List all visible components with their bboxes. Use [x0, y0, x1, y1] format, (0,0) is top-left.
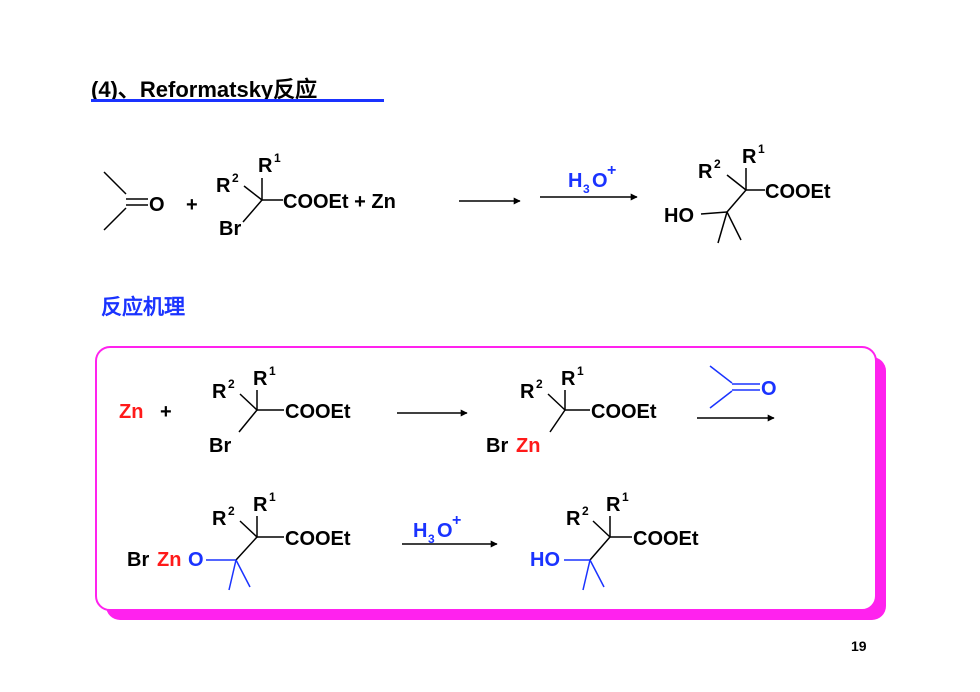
product-ho: HO: [664, 205, 694, 227]
svg-text:2: 2: [232, 171, 239, 185]
r2-label: R: [216, 175, 231, 197]
svg-text:COOEt: COOEt: [285, 528, 351, 550]
svg-text:2: 2: [582, 504, 589, 518]
svg-text:+: +: [160, 401, 172, 423]
acetone-reagent: O: [709, 365, 777, 409]
svg-text:Br: Br: [209, 435, 231, 457]
svg-text:+: +: [452, 512, 461, 529]
svg-text:R: R: [253, 368, 268, 390]
svg-text:2: 2: [228, 377, 235, 391]
svg-text:1: 1: [577, 364, 584, 378]
svg-text:HO: HO: [530, 549, 560, 571]
svg-text:O: O: [188, 549, 204, 571]
mechanism-box: [95, 346, 877, 611]
svg-text:Zn: Zn: [516, 435, 540, 457]
svg-text:COOEt: COOEt: [285, 401, 351, 423]
svg-text:R: R: [253, 494, 268, 516]
zn-label: Zn: [119, 401, 143, 423]
svg-text:1: 1: [269, 364, 276, 378]
svg-text:+: +: [607, 162, 616, 179]
product-hydroxyester: R 2 R 1 COOEt HO: [664, 142, 831, 244]
svg-text:H: H: [413, 520, 427, 542]
svg-text:1: 1: [622, 490, 629, 504]
svg-text:1: 1: [758, 142, 765, 156]
svg-text:COOEt: COOEt: [591, 401, 657, 423]
svg-text:R: R: [212, 508, 227, 530]
zinc-alkoxide: R 2 R 1 COOEt Br Zn O: [127, 490, 351, 591]
svg-text:H: H: [568, 170, 582, 192]
bromoester: R 2 R 1 COOEt + Zn Br: [216, 151, 396, 240]
svg-text:COOEt: COOEt: [633, 528, 699, 550]
plus-sign: +: [186, 194, 198, 216]
svg-text:2: 2: [536, 377, 543, 391]
svg-text:O: O: [761, 378, 777, 400]
cooet-zn-label: COOEt + Zn: [283, 191, 396, 213]
svg-text:O: O: [437, 520, 453, 542]
svg-text:Br: Br: [486, 435, 508, 457]
zinc-enolate: R 2 R 1 COOEt Br Zn: [486, 364, 657, 457]
svg-text:R: R: [742, 146, 757, 168]
svg-text:R: R: [698, 161, 713, 183]
svg-text:Zn: Zn: [157, 549, 181, 571]
svg-text:1: 1: [269, 490, 276, 504]
acetone: O: [103, 171, 165, 231]
mechanism-heading: 反应机理: [101, 296, 185, 319]
mech-bromoester: R 2 R 1 COOEt Br: [209, 364, 351, 457]
svg-text:1: 1: [274, 151, 281, 165]
ketone-oxygen: O: [149, 194, 165, 216]
svg-text:R: R: [561, 368, 576, 390]
svg-text:2: 2: [228, 504, 235, 518]
svg-text:R: R: [606, 494, 621, 516]
svg-text:2: 2: [714, 157, 721, 171]
br-label: Br: [219, 218, 241, 240]
svg-text:3: 3: [583, 182, 590, 196]
r1-label: R: [258, 155, 273, 177]
mech-product: R 2 R 1 COOEt HO: [530, 490, 699, 591]
h3o-reagent: H 3 O +: [568, 162, 616, 196]
slide-title: (4)、Reformatsky反应: [91, 77, 318, 102]
mech-h3o-reagent: H 3 O +: [413, 512, 461, 546]
svg-text:Br: Br: [127, 549, 149, 571]
svg-text:3: 3: [428, 532, 435, 546]
svg-text:R: R: [566, 508, 581, 530]
svg-text:O: O: [592, 170, 608, 192]
page-number: 19: [851, 638, 867, 654]
svg-text:R: R: [212, 381, 227, 403]
product-cooet: COOEt: [765, 181, 831, 203]
title-underline: [91, 99, 384, 102]
svg-text:R: R: [520, 381, 535, 403]
